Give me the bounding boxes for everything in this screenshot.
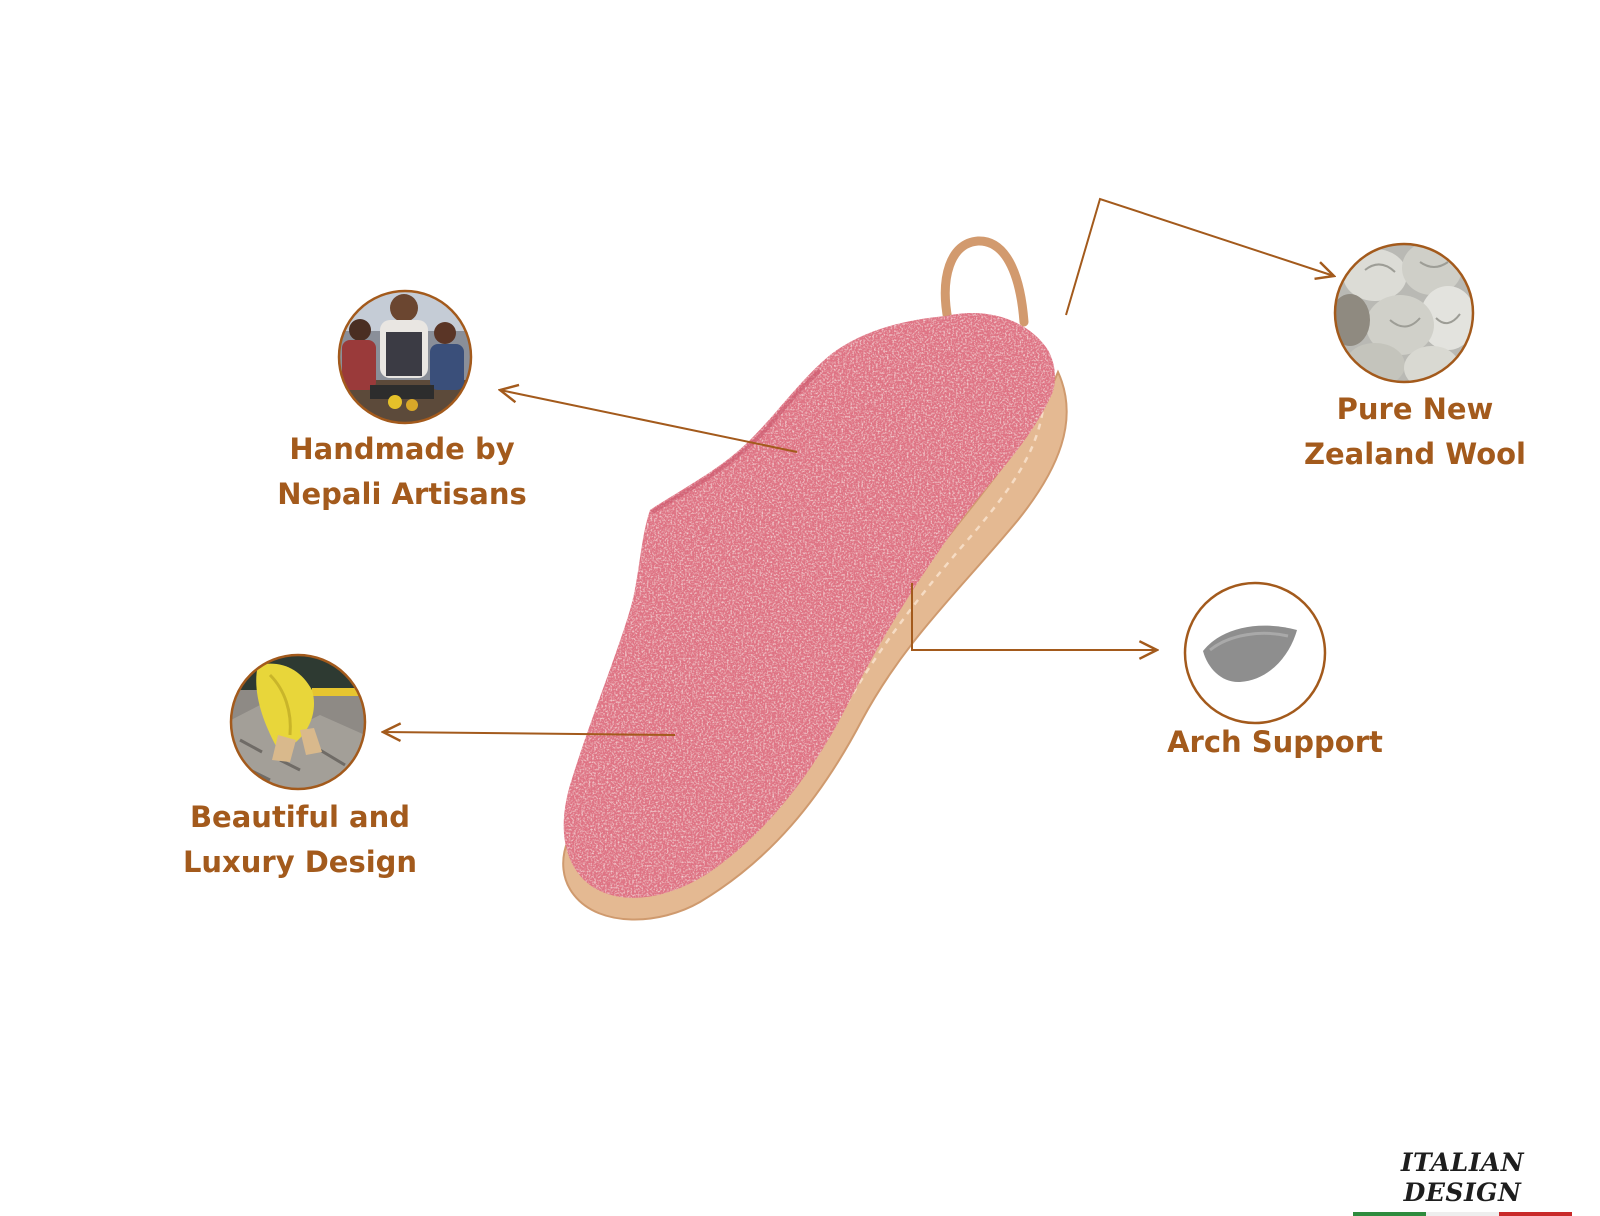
feature-label-line: Arch Support [1167,725,1383,759]
slipper-opening-shadow [650,368,822,514]
design-photo [229,653,367,791]
italian-flag-stripe [1352,1212,1573,1216]
flag-green-stripe [1352,1212,1426,1216]
heel-loop [940,236,1029,327]
flag-white-stripe [1425,1212,1500,1216]
feature-label-arch: Arch Support [1110,720,1440,765]
feature-label-line: Zealand Wool [1303,437,1527,471]
arrow-arch [911,583,1157,650]
flag-red-stripe [1499,1212,1573,1216]
feature-label-wool: Pure New Zealand Wool [1260,387,1570,477]
feature-label-line: Handmade by [289,432,515,466]
artisans-photo [337,289,473,425]
arrow-handmade [500,390,798,453]
feature-label-line: Beautiful and [189,800,411,834]
feature-label-handmade: Handmade by Nepali Artisans [252,427,552,517]
brand-mark: ITALIAN DESIGN [1340,1148,1585,1216]
feature-label-line: Luxury Design [182,845,418,879]
arrow-beautiful [383,732,676,735]
feature-label-beautiful: Beautiful and Luxury Design [150,795,450,885]
feature-label-line: Nepali Artisans [277,477,527,511]
sole-stitching [587,399,1046,896]
wool-photo [1333,242,1475,384]
feature-label-line: Pure New [1336,392,1494,426]
arrow-wool [1065,197,1334,316]
slipper-felt-upper [563,313,1055,898]
arch-insert-photo [1183,581,1327,725]
slipper [562,236,1068,921]
callout-arrows [383,197,1334,735]
brand-text: ITALIAN DESIGN [1400,1148,1525,1207]
